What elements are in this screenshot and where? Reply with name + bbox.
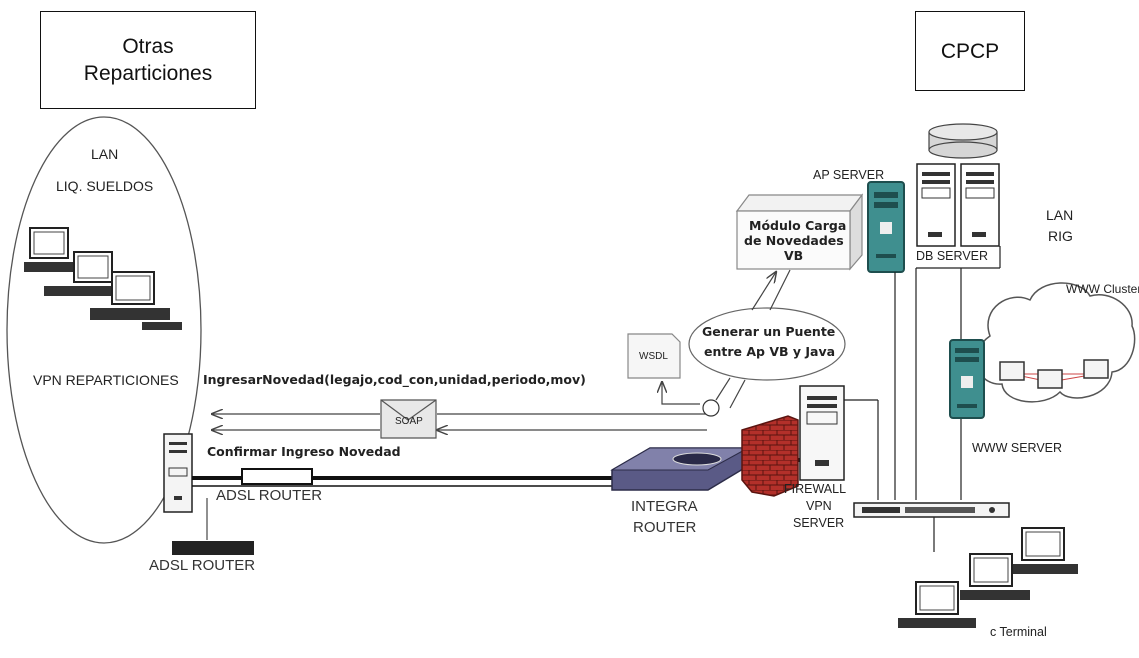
adsl-router-bottom-icon: [172, 541, 254, 555]
network-switch-icon: [853, 502, 1010, 518]
integra-router-label-1: INTEGRA: [631, 498, 698, 515]
left-server-icon: [163, 433, 193, 513]
lan-ellipse: [6, 116, 202, 544]
lan-label: LAN: [91, 146, 119, 162]
otras-title-line1: Otras: [122, 35, 174, 58]
firewall-label-2: VPN: [806, 499, 832, 513]
otras-title-line2: Reparticiones: [83, 62, 213, 85]
terminal-computers-icon: [898, 527, 1078, 628]
modulo-label-2: de Novedades: [744, 233, 844, 248]
www-cluster-label: WWW Cluster: [1066, 282, 1139, 296]
soap-label: SOAP: [395, 416, 423, 427]
cluster-laptops-icon: [999, 359, 1109, 389]
wsdl-label: WSDL: [639, 351, 668, 362]
lan-computers-icon: [24, 227, 182, 330]
cpcp-title: CPCP: [940, 39, 1000, 63]
wsdl-document-icon: [627, 333, 681, 379]
db-servers-icon: [916, 163, 1000, 247]
ap-server-icon: [867, 181, 905, 273]
firewall-label-3: SERVER: [793, 516, 845, 530]
cpcp-box: CPCP: [915, 11, 1025, 91]
modulo-label-1: Módulo Carga: [749, 218, 847, 233]
connector-circle: [702, 399, 720, 417]
terminal-label: c Terminal: [990, 625, 1047, 639]
www-server-label: WWW SERVER: [972, 441, 1063, 455]
modulo-box-icon: [735, 193, 864, 271]
database-cylinder-icon: [928, 123, 998, 159]
adsl-router-top-icon: [241, 468, 313, 485]
lan-rig-label-1: LAN: [1046, 207, 1074, 223]
firewall-icon: [741, 415, 799, 497]
firewall-label-1: FIREWALL: [784, 482, 847, 496]
integra-router-icon: [610, 447, 749, 491]
confirmar-ingreso-label: Confirmar Ingreso Novedad: [207, 444, 401, 459]
puente-label-1: Generar un Puente: [702, 324, 836, 339]
db-server-label: DB SERVER: [916, 249, 989, 263]
soap-envelope-icon: [380, 399, 437, 439]
adsl-router-bottom-label: ADSL ROUTER: [149, 557, 256, 574]
firewall-server-icon: [799, 385, 845, 481]
modulo-label-3: VB: [784, 248, 804, 263]
adsl-router-top-label: ADSL ROUTER: [216, 487, 323, 504]
ingresar-novedad-label: IngresarNovedad(legajo,cod_con,unidad,pe…: [203, 372, 586, 387]
otras-reparticiones-box: Otras Reparticiones: [40, 11, 256, 109]
vpn-reparticiones-label: VPN REPARTICIONES: [33, 372, 179, 388]
puente-bubble: [688, 307, 846, 381]
ap-server-label: AP SERVER: [813, 168, 885, 182]
puente-label-2: entre Ap VB y Java: [704, 344, 836, 359]
www-server-icon: [949, 339, 985, 419]
lan-rig-label-2: RIG: [1048, 228, 1073, 244]
integra-router-label-2: ROUTER: [633, 519, 697, 536]
liq-sueldos-label: LIQ. SUELDOS: [56, 178, 154, 194]
